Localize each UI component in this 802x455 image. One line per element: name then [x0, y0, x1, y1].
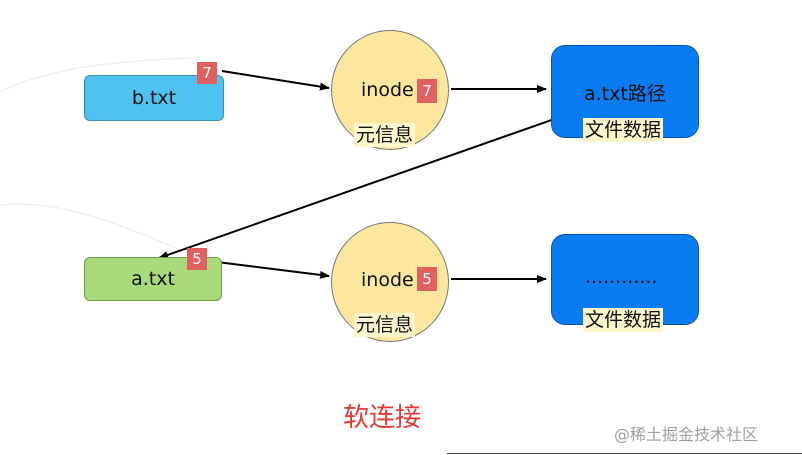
file-a-box: a.txt [84, 257, 222, 301]
arrow-a-to-inode5 [208, 260, 330, 279]
bottom-rule [447, 453, 802, 454]
arrow-b-to-inode7 [221, 70, 330, 91]
file-b-inode-badge: 7 [197, 62, 217, 84]
inode-7-number: 7 [417, 79, 437, 103]
data-block-content-dots: ............ [585, 266, 658, 288]
watermark: @稀土掘金技术社区 [614, 425, 759, 444]
inode-5-number: 5 [417, 267, 437, 291]
file-b-name: b.txt [131, 87, 177, 109]
arrow-data-a-to-file-a [158, 109, 581, 259]
diagram-title: 软连接 [343, 403, 422, 433]
inode-7-label: inode [361, 79, 414, 101]
faint-curve-top [0, 57, 201, 93]
data-block-content-caption: 文件数据 [583, 308, 664, 332]
inode-5-caption: 元信息 [354, 313, 416, 337]
inode-5-label: inode [361, 269, 414, 291]
inode-7-caption: 元信息 [354, 123, 416, 147]
faint-curve-bottom [0, 203, 181, 251]
data-block-path-content: a.txt路径 [584, 83, 666, 105]
file-a-name: a.txt [131, 268, 175, 290]
file-a-inode-badge: 5 [187, 248, 207, 270]
data-block-path-caption: 文件数据 [583, 118, 664, 142]
